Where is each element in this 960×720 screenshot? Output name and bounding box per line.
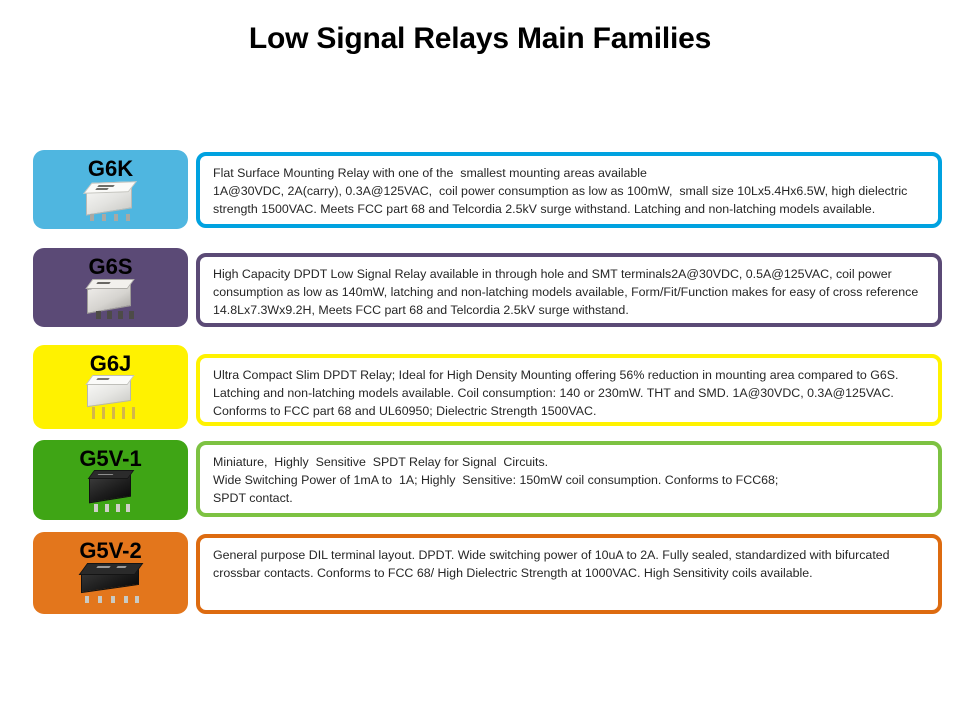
relay-pin <box>95 311 101 320</box>
relay-pin <box>113 214 118 222</box>
family-name-g6j: G6J <box>89 351 132 376</box>
relay-top-face <box>84 279 135 290</box>
relay-g6s-icon <box>80 278 142 320</box>
relay-pin <box>91 407 95 420</box>
relay-marking <box>95 282 111 285</box>
relay-pin <box>84 596 89 604</box>
family-description-text-g6s: High Capacity DPDT Low Signal Relay avai… <box>213 267 919 318</box>
relay-g6k-icon <box>80 181 142 222</box>
family-row-g6k: G6K Flat Surface Mounting Relay with one… <box>0 150 960 230</box>
relay-image-wrap-g5v2 <box>33 561 188 607</box>
relay-pin <box>123 596 128 604</box>
relay-image-wrap-g5v1 <box>33 469 188 515</box>
family-row-g6j: G6J Ultra Compact Slim DPDT Relay; Ideal… <box>0 345 960 429</box>
relay-pin <box>121 407 125 420</box>
relay-marking <box>94 188 109 191</box>
relay-pin <box>104 504 109 513</box>
family-name-g6k: G6K <box>87 156 134 181</box>
family-name-g6s: G6S <box>88 254 133 279</box>
relay-g6j-icon <box>79 375 143 420</box>
relay-top-face <box>78 563 143 576</box>
relay-marking <box>96 185 115 188</box>
family-row-g6s: G6S High Capacity DPDT Low Signal Relay … <box>0 248 960 330</box>
relay-top-face <box>84 375 135 386</box>
family-row-g5v1: G5V-1 Miniature, Highly Sensitive SPDT R… <box>0 440 960 524</box>
family-chip-g5v1[interactable]: G5V-1 <box>33 440 188 520</box>
relay-pin <box>115 504 120 513</box>
family-description-text-g6j: Ultra Compact Slim DPDT Relay; Ideal for… <box>213 368 899 419</box>
relay-pin <box>111 407 115 420</box>
page-title: Low Signal Relays Main Families <box>248 22 712 55</box>
relay-image-wrap-g6k <box>33 179 188 225</box>
relay-g5v1-icon <box>81 470 141 513</box>
family-description-text-g5v2: General purpose DIL terminal layout. DPD… <box>213 548 890 581</box>
relay-pin <box>128 311 134 320</box>
family-name-g5v2: G5V-2 <box>79 538 142 563</box>
relay-image-wrap-g6j <box>33 374 188 420</box>
relay-pin <box>101 407 105 420</box>
relay-pin <box>93 504 98 513</box>
relay-pin <box>97 596 102 604</box>
family-description-card-g5v1: Miniature, Highly Sensitive SPDT Relay f… <box>196 441 942 517</box>
relay-top-face <box>82 181 137 194</box>
family-description-card-g6s: High Capacity DPDT Low Signal Relay avai… <box>196 253 942 327</box>
relay-marking <box>97 474 113 476</box>
family-chip-g6s[interactable]: G6S <box>33 248 188 327</box>
relay-g5v2-icon <box>73 562 149 604</box>
family-description-card-g6k: Flat Surface Mounting Relay with one of … <box>196 152 942 228</box>
family-row-g5v2: G5V-2 General purpose DIL terminal layou… <box>0 532 960 620</box>
relay-pin <box>117 311 123 320</box>
family-description-card-g6j: Ultra Compact Slim DPDT Relay; Ideal for… <box>196 354 942 426</box>
relay-pin <box>106 311 112 320</box>
relay-pin <box>89 214 94 222</box>
family-chip-g5v2[interactable]: G5V-2 <box>33 532 188 614</box>
family-chip-g6j[interactable]: G6J <box>33 345 188 429</box>
relay-pin <box>125 214 130 222</box>
family-description-text-g5v1: Miniature, Highly Sensitive SPDT Relay f… <box>213 455 779 506</box>
relay-pin <box>131 407 135 420</box>
relay-marking <box>115 566 127 569</box>
relay-pin <box>134 596 139 604</box>
family-description-card-g5v2: General purpose DIL terminal layout. DPD… <box>196 534 942 614</box>
relay-pin <box>125 504 130 513</box>
family-chip-g6k[interactable]: G6K <box>33 150 188 229</box>
relay-image-wrap-g6s <box>33 277 188 323</box>
relay-pin <box>101 214 106 222</box>
family-description-text-g6k: Flat Surface Mounting Relay with one of … <box>213 166 908 217</box>
relay-marking <box>95 378 110 381</box>
family-name-g5v1: G5V-1 <box>79 446 142 471</box>
relay-marking <box>95 566 111 569</box>
relay-pin <box>110 596 115 604</box>
